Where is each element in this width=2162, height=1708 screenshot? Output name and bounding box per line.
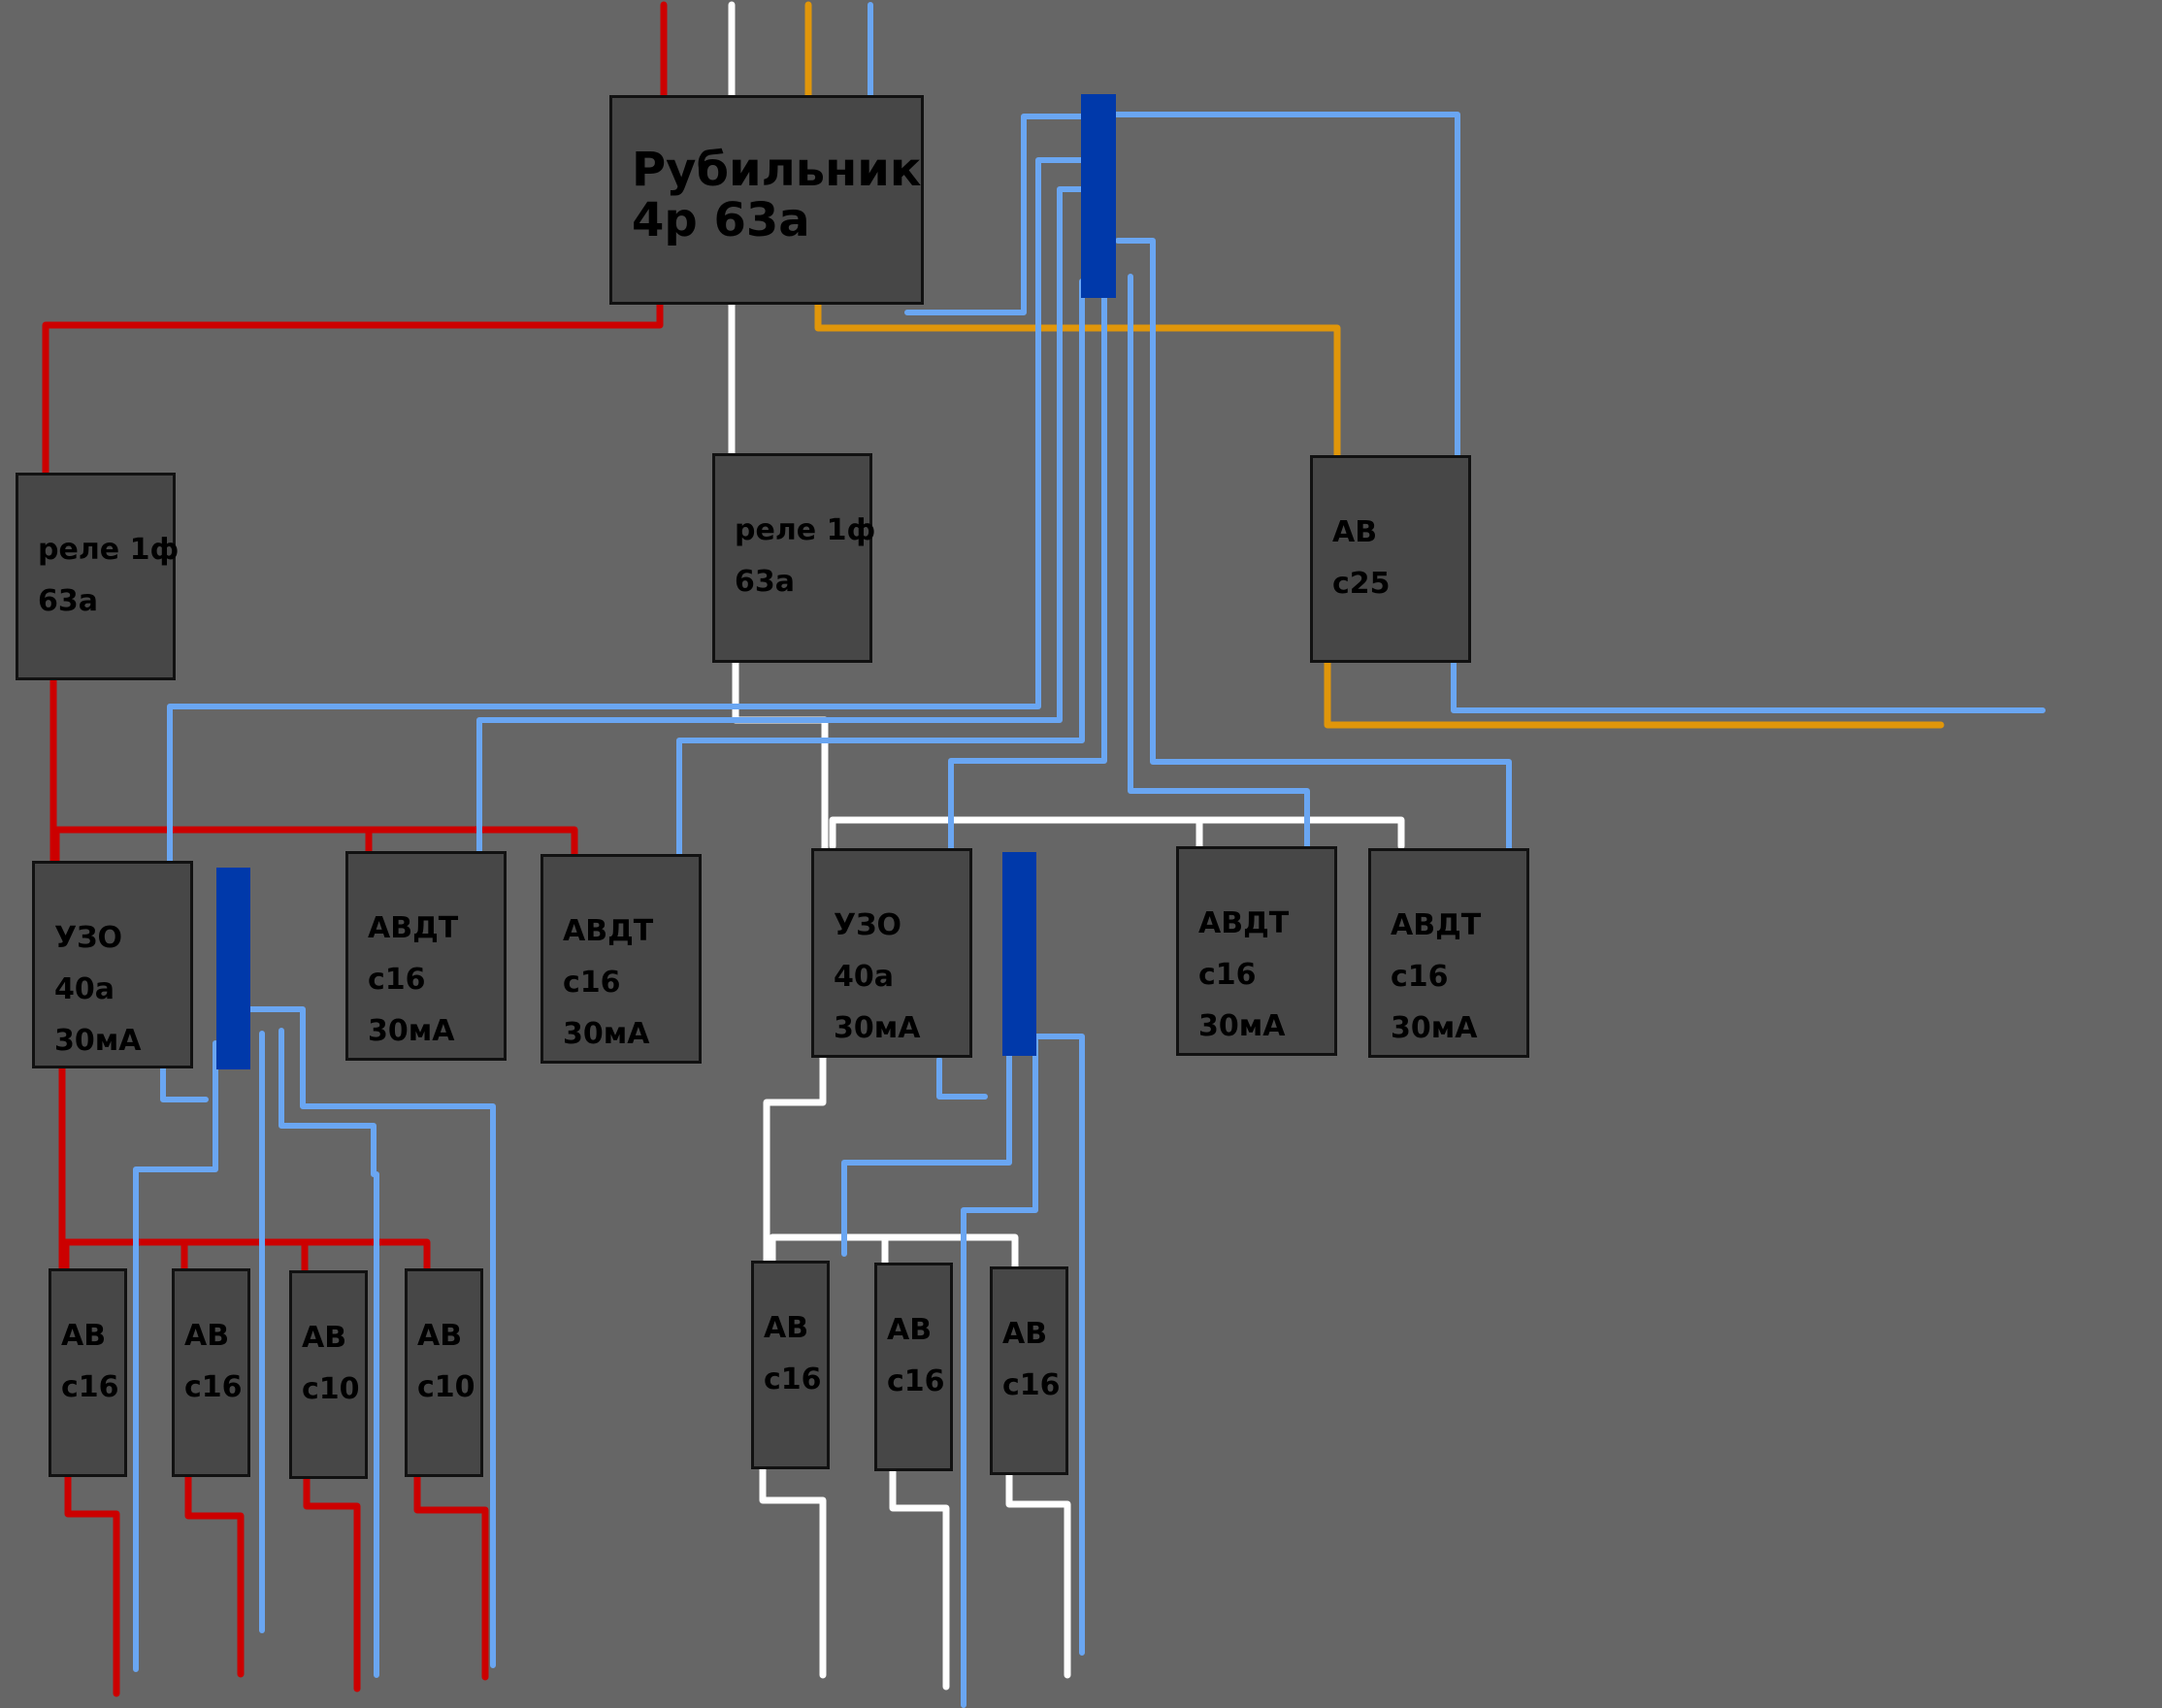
breaker-c25-rating: с25	[1332, 567, 1391, 601]
wire-l2-breaker7-out	[1005, 1469, 1071, 1679]
wire-l1-breaker2-out	[184, 1471, 245, 1678]
rcbo-4: АВДТ с16 30мА	[1368, 848, 1529, 1058]
breaker-3: АВ с10	[289, 1270, 368, 1479]
breaker-7: АВ с16	[990, 1266, 1068, 1475]
rcbo-2-leakage: 30мА	[563, 1017, 650, 1051]
wire-l1-rcbo-branch	[52, 826, 578, 866]
breaker-2-label: АВ	[184, 1319, 230, 1353]
wire-n-switch-to-bus	[904, 114, 1090, 315]
breaker-4-rating: с10	[417, 1370, 475, 1404]
wire-n-bus1-c	[278, 1028, 379, 1678]
neutral-busbar-main	[1081, 94, 1116, 298]
neutral-busbar-rcd-1	[216, 868, 250, 1069]
rcbo-4-leakage: 30мА	[1391, 1011, 1478, 1045]
main-switch: Рубильник 4р 63а	[609, 95, 924, 305]
rcbo-1-rating: с16	[368, 963, 426, 997]
breaker-4: АВ с10	[405, 1268, 483, 1477]
wire-n-rcbo1	[476, 186, 1088, 857]
breaker-7-rating: с16	[1002, 1368, 1061, 1402]
breaker-5: АВ с16	[751, 1261, 830, 1469]
wire-n-rcd2	[948, 272, 1107, 851]
wire-l2-relay2-out	[732, 659, 829, 854]
rcbo-2-rating: с16	[563, 966, 621, 1000]
wire-n-ab-out	[1451, 660, 2046, 713]
wire-l1-breaker4-out	[413, 1471, 489, 1681]
rcbo-3-rating: с16	[1198, 958, 1257, 992]
rcbo-4-rating: с16	[1391, 960, 1449, 994]
relay-1-label: реле 1ф	[38, 533, 180, 567]
main-switch-label: Рубильник	[632, 143, 922, 197]
wire-n-bus-top	[1113, 112, 1460, 461]
wire-l1-to-relay1	[42, 299, 664, 477]
wire-l2-breaker-bus	[769, 1233, 1019, 1271]
wire-n-bus2-a	[841, 1051, 1012, 1257]
breaker-1-rating: с16	[61, 1370, 119, 1404]
rcbo-4-label: АВДТ	[1391, 908, 1482, 942]
rcbo-3: АВДТ с16 30мА	[1176, 846, 1337, 1056]
rcbo-3-leakage: 30мА	[1198, 1009, 1286, 1043]
rcd-2: УЗО 40а 30мА	[811, 848, 972, 1058]
relay-2-label: реле 1ф	[735, 513, 876, 547]
breaker-6-label: АВ	[887, 1313, 933, 1347]
wire-n-bus2-b	[961, 1037, 1038, 1708]
phase-l3-wires	[804, 1, 1945, 729]
phase-l2-wires	[728, 1, 1405, 1691]
breaker-3-rating: с10	[302, 1372, 360, 1406]
rcd-1-current: 40а	[54, 972, 115, 1006]
breaker-5-label: АВ	[764, 1311, 809, 1345]
rcd-2-current: 40а	[834, 960, 894, 994]
wire-l1-breaker-bus	[58, 1238, 431, 1275]
wire-l2-rcd-out	[763, 1054, 827, 1265]
wire-l1-breaker1-out	[64, 1471, 120, 1697]
wire-n-bus2-c	[1014, 1034, 1085, 1656]
wire-n-rcbo4	[1115, 238, 1512, 851]
rcd-1: УЗО 40а 30мА	[32, 861, 193, 1068]
rcd-1-label: УЗО	[54, 921, 122, 955]
rcd-2-leakage: 30мА	[834, 1011, 921, 1045]
breaker-1-label: АВ	[61, 1319, 107, 1353]
breaker-6: АВ с16	[874, 1263, 953, 1471]
relay-1-rating: 63а	[38, 584, 98, 618]
wire-n-rcd1	[167, 157, 1085, 867]
wire-n-rcbo2	[676, 279, 1085, 861]
phase-l1-wires	[42, 1, 668, 1697]
relay-2-rating: 63а	[735, 565, 795, 599]
relay-2: реле 1ф 63а	[712, 453, 876, 663]
rcd-1-leakage: 30мА	[54, 1024, 142, 1058]
neutral-wires	[133, 2, 2046, 1708]
wire-l1-breaker3-out	[303, 1473, 361, 1692]
breaker-c25-label: АВ	[1332, 515, 1378, 549]
wire-l3-out	[1324, 659, 1945, 729]
breaker-c25: АВ с25	[1310, 455, 1471, 663]
rcbo-1: АВДТ с16 30мА	[345, 851, 507, 1061]
main-switch-rating: 4р 63а	[632, 193, 810, 247]
wire-n-bus1-stub	[160, 1061, 209, 1102]
rcbo-3-label: АВДТ	[1198, 906, 1290, 940]
rcd-2-label: УЗО	[834, 908, 901, 942]
wire-l2-breaker6-out	[889, 1466, 950, 1691]
wire-n-bus1-a	[133, 1040, 218, 1672]
relay-1: реле 1ф 63а	[16, 473, 180, 680]
breaker-1: АВ с16	[49, 1268, 127, 1477]
wire-l2-rcbo-branch	[829, 816, 1405, 850]
breaker-6-rating: с16	[887, 1364, 945, 1398]
neutral-busbar-rcd-2	[1002, 852, 1036, 1056]
wire-n-rcbo3	[1128, 274, 1310, 849]
rcbo-2: АВДТ с16 30мА	[540, 854, 702, 1064]
breaker-2-rating: с16	[184, 1370, 243, 1404]
rcbo-1-label: АВДТ	[368, 911, 459, 945]
breaker-5-rating: с16	[764, 1363, 822, 1396]
rcbo-2-label: АВДТ	[563, 914, 654, 948]
breaker-2: АВ с16	[172, 1268, 250, 1477]
breaker-7-label: АВ	[1002, 1317, 1048, 1351]
wire-l2-breaker5-out	[759, 1462, 827, 1679]
breaker-3-label: АВ	[302, 1321, 347, 1355]
breaker-4-label: АВ	[417, 1319, 463, 1353]
wire-l3-to-breaker-c25	[814, 299, 1341, 460]
rcbo-1-leakage: 30мА	[368, 1014, 455, 1048]
wire-n-bus1-d	[246, 1006, 496, 1668]
wire-n-bus2-stub	[936, 1057, 988, 1100]
